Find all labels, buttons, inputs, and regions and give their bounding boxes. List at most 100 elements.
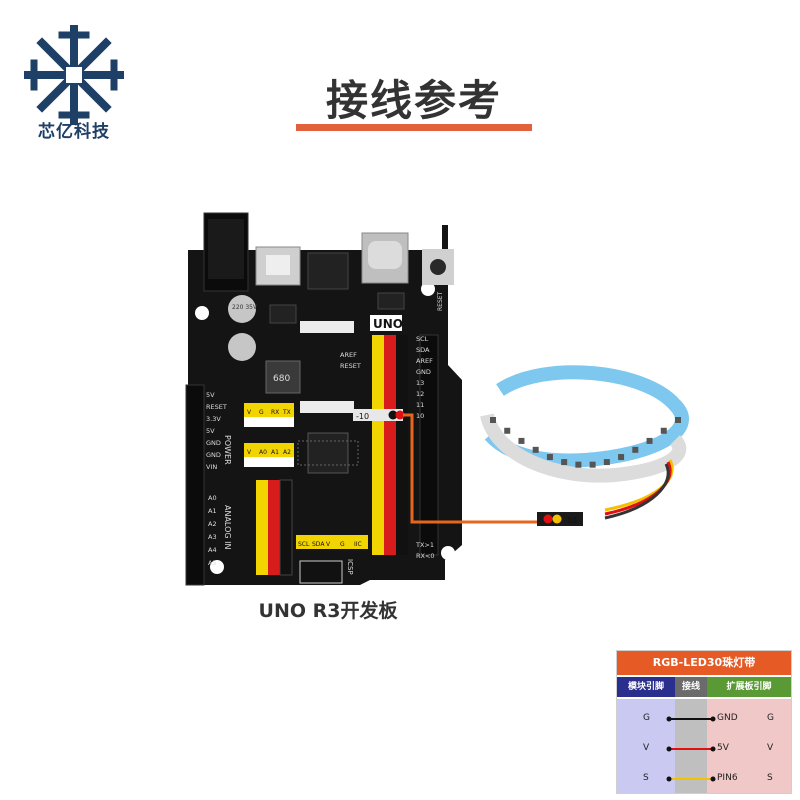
wire-column — [675, 699, 707, 793]
led-chip — [561, 459, 568, 466]
digital-pin-label: 13 — [416, 379, 424, 387]
analog-pin-label: A0 — [208, 494, 217, 502]
board-pin-5v: 5V — [717, 743, 729, 753]
uno-logo-box — [370, 315, 402, 331]
power-pin-label: 3.3V — [206, 415, 221, 423]
analog-pin-label: A4 — [208, 546, 217, 554]
digital-pin-label: 10 — [416, 412, 424, 420]
mini-header-label: A1 — [271, 449, 279, 456]
mini-header-label: TX — [282, 409, 291, 416]
board-pin-gnd: GND — [717, 713, 738, 723]
header-white-small — [300, 321, 354, 413]
analog-pin-label: A1 — [208, 507, 217, 515]
i2c-label: G — [340, 541, 345, 548]
capacitor — [228, 333, 256, 361]
board-connector-label: -10 — [356, 412, 369, 421]
led-chip — [618, 454, 625, 461]
digital-pin-label: AREF — [416, 357, 433, 365]
mini-header-label: RX — [271, 409, 279, 416]
analog-pin-label: A3 — [208, 533, 217, 541]
board-side-v: V — [767, 743, 774, 753]
inductor — [265, 360, 301, 394]
power-pin-label: GND — [206, 451, 221, 459]
mini-header-label: A0 — [259, 449, 267, 456]
mini-header-label: V — [247, 449, 252, 456]
led-chip — [632, 446, 639, 453]
board-side-g: G — [767, 713, 774, 723]
digital-pin-label: SDA — [416, 346, 430, 354]
i2c-header — [296, 535, 368, 549]
led-chip — [660, 427, 667, 434]
led-chip — [675, 417, 681, 423]
inductor-label: 680 — [273, 374, 290, 384]
regulator-chip — [307, 252, 349, 290]
mcu-chip — [307, 432, 349, 474]
table-title: RGB-LED30珠灯带 — [617, 651, 791, 675]
board-caption: UNO R3开发板 — [258, 600, 398, 622]
power-pin-label: 5V — [206, 391, 215, 399]
power-pin-label: RESET — [206, 403, 227, 411]
power-label: POWER — [223, 435, 232, 465]
wire-endpoint — [666, 716, 672, 722]
mini-header-label: G — [259, 409, 264, 416]
mount-hole — [195, 306, 209, 320]
small-chip — [269, 304, 297, 324]
wire-endpoint — [710, 776, 716, 782]
mount-hole — [441, 546, 455, 560]
icsp-label: ICSP — [346, 559, 354, 575]
led-chip — [589, 461, 596, 468]
analog-pin-label: A2 — [208, 520, 217, 528]
mini-header-label: A2 — [283, 449, 291, 456]
board-pin-pin6: PIN6 — [717, 773, 738, 783]
wire-endpoint — [666, 776, 672, 782]
led-chip — [490, 417, 496, 423]
led-chip — [603, 459, 610, 466]
module-pin-v: V — [643, 743, 650, 753]
small-chip — [377, 292, 405, 310]
digital-pin-label: 11 — [416, 401, 424, 409]
wire-lines — [666, 716, 716, 782]
led-chip — [518, 437, 525, 444]
digital-pin-label: RX<0 — [416, 552, 435, 560]
digital-pin-label: 12 — [416, 390, 424, 398]
title-underline — [296, 124, 532, 131]
snowflake-logo-icon — [24, 25, 124, 125]
brand-name: 芯亿科技 — [38, 122, 110, 142]
mount-hole — [210, 560, 224, 574]
uno-logo: UNO — [373, 317, 403, 331]
header-wire: 接线 — [675, 677, 707, 697]
wiring-table: RGB-LED30珠灯带 模块引脚 接线 扩展板引脚 G V S GND 5V … — [616, 650, 792, 794]
rgb-led-strip: -10 — [480, 365, 689, 526]
led-chip — [504, 427, 511, 434]
digital-pin-label: GND — [416, 368, 431, 376]
digital-pin-label: TX>1 — [415, 541, 434, 549]
i2c-label: IIC — [354, 541, 362, 548]
analog-header — [256, 479, 293, 576]
icsp-header — [299, 560, 343, 584]
i2c-label: SCL — [298, 541, 310, 548]
mini-header-uart — [244, 403, 294, 467]
board-column — [707, 699, 791, 793]
wire-endpoint — [710, 716, 716, 722]
i2c-label: SDA — [312, 541, 325, 548]
power-pin-label: VIN — [206, 463, 217, 471]
header-pin-label: RESET — [340, 362, 361, 370]
analog-label: ANALOG IN — [223, 505, 232, 550]
led-chip — [646, 437, 653, 444]
module-column — [617, 699, 675, 793]
analog-pin-label: A5 — [208, 559, 217, 567]
strip-connector-label: -10 — [564, 516, 577, 525]
header-module-pin: 模块引脚 — [617, 677, 675, 697]
power-header — [185, 384, 205, 586]
i2c-label: V — [326, 541, 331, 548]
led-chip — [532, 446, 539, 453]
cap-label: 220 35V — [232, 304, 258, 311]
wire-endpoint — [666, 746, 672, 752]
led-chip — [575, 461, 582, 468]
page-title: 接线参考 — [325, 76, 502, 125]
header-board-pin: 扩展板引脚 — [707, 677, 791, 697]
wire-endpoint — [710, 746, 716, 752]
mini-header-label: V — [247, 409, 252, 416]
power-pin-label: GND — [206, 439, 221, 447]
board-side-s: S — [767, 773, 773, 783]
